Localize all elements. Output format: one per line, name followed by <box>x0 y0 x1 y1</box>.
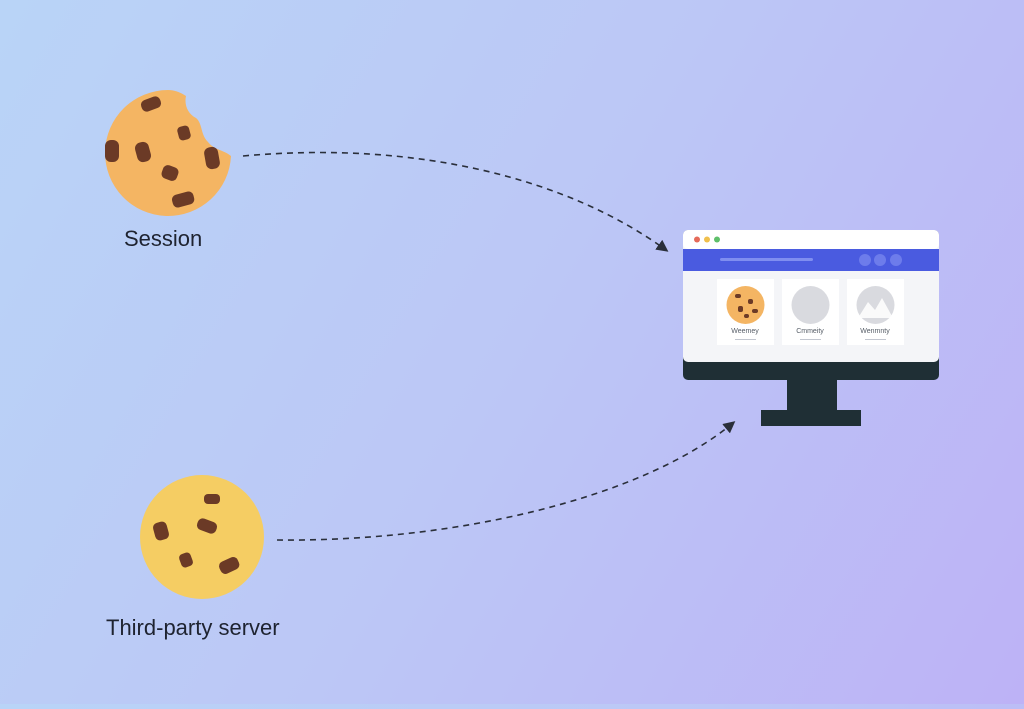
monitor-stand-base <box>761 410 861 426</box>
card-caption-1: Weemey <box>731 328 759 335</box>
window-maximize-dot <box>714 236 720 243</box>
session-cookie-icon <box>105 90 231 216</box>
window-minimize-dot <box>704 236 710 243</box>
content-card-1 <box>717 279 774 345</box>
session-label: Session <box>124 226 203 251</box>
header-dot-1 <box>859 254 871 266</box>
browser-title-bar <box>683 230 939 249</box>
third-party-server-label: Third-party server <box>106 615 280 640</box>
content-card-3 <box>847 279 904 345</box>
session-arrow <box>242 151 669 252</box>
browser-address-line <box>720 258 813 261</box>
card-caption-3: Wenmnty <box>860 328 890 335</box>
card-placeholder-icon <box>791 286 830 324</box>
card-image-icon <box>856 286 895 324</box>
third-party-arrow <box>276 421 736 541</box>
content-card-2 <box>782 279 839 345</box>
header-dot-3 <box>890 254 902 266</box>
card-caption-2: Cmmeity <box>796 328 824 335</box>
browser-monitor <box>683 230 939 426</box>
card-cookie-icon <box>726 286 765 324</box>
third-party-cookie-icon <box>140 475 264 599</box>
monitor-stand-neck <box>787 378 837 412</box>
header-dot-2 <box>874 254 886 266</box>
window-close-dot <box>694 236 700 243</box>
